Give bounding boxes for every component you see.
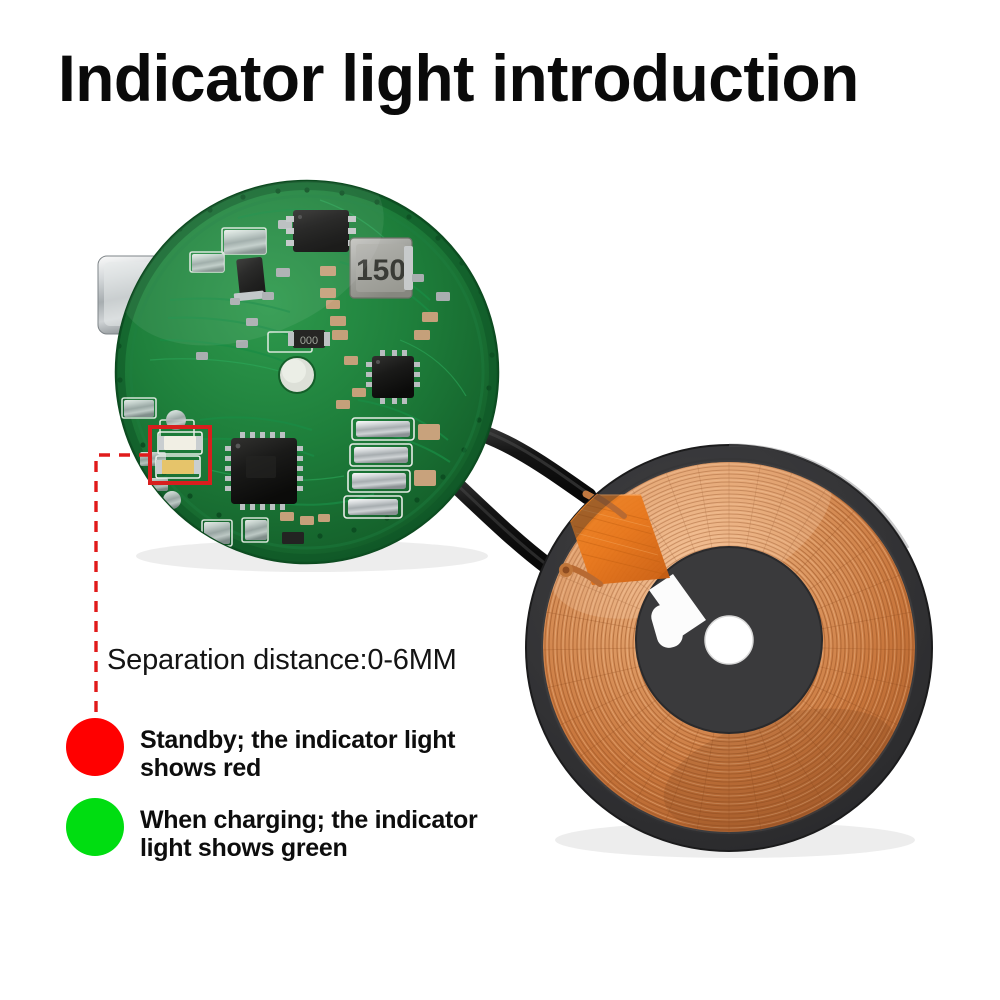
legend-item-charging-text: When charging; the indicator light shows… <box>140 796 566 862</box>
capacitor-pads <box>343 417 440 519</box>
inductor-label: 150 <box>356 254 406 287</box>
svg-text:000: 000 <box>300 335 318 347</box>
callout-dashed-line <box>94 453 150 730</box>
coil-tape-wrap <box>561 494 670 585</box>
callout-indicator-leader <box>94 425 212 730</box>
legend-item-standby: Standby; the indicator light shows red <box>66 716 566 782</box>
power-inductor: 150 <box>349 237 413 299</box>
legend-item-standby-text: Standby; the indicator light shows red <box>140 716 566 782</box>
coil-center-hole <box>705 616 753 664</box>
center-mounting-hole <box>278 356 316 394</box>
legend-line-1: Standby; the indicator light <box>140 726 456 754</box>
coil-alignment-slot <box>649 574 706 648</box>
legend-line-2: shows red <box>140 754 261 782</box>
page-title: Indicator light introduction <box>58 41 859 115</box>
indicator-dot-green <box>66 798 124 856</box>
wireless-charging-coil <box>525 443 933 858</box>
indicator-dot-red <box>66 718 124 776</box>
resistor-chip: 000 <box>288 330 330 348</box>
separation-distance-label: Separation distance:0-6MM <box>107 644 457 676</box>
qfn-controller-ic <box>225 432 303 510</box>
indicator-legend: Standby; the indicator light shows red W… <box>66 716 566 876</box>
legend-item-charging: When charging; the indicator light shows… <box>66 796 566 862</box>
wireless-charger-pcb: 150 <box>97 179 500 572</box>
legend-line-2: light shows green <box>140 834 348 862</box>
legend-line-1: When charging; the indicator <box>140 806 478 834</box>
led-indicator-pair <box>155 431 203 479</box>
qfn-small-ic <box>366 350 420 404</box>
soic8-ic <box>286 210 356 252</box>
